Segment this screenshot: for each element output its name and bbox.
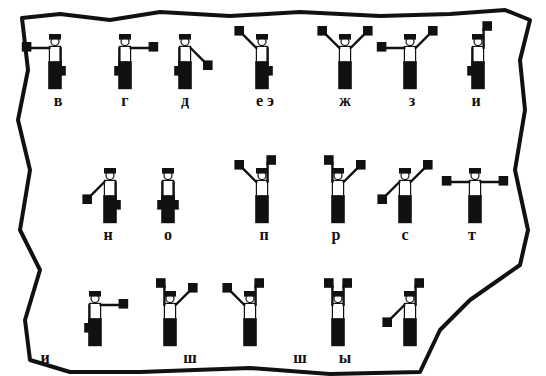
letter-label: г	[121, 93, 128, 109]
letter-label: р	[332, 227, 341, 243]
letter-label: ш	[293, 350, 307, 366]
letter-label: п	[259, 227, 268, 243]
letter-label: н	[103, 227, 112, 243]
letter-label: е э	[256, 93, 274, 109]
letter-label: ы	[339, 350, 352, 366]
letter-label: ш	[183, 350, 197, 366]
letter-label: о	[164, 227, 172, 243]
sailor-figures	[23, 22, 507, 345]
letter-label: ж	[339, 93, 351, 109]
letter-label: в	[54, 93, 63, 109]
letter-label: з	[409, 93, 415, 109]
letter-label: и	[471, 93, 480, 109]
letter-label: с	[401, 227, 408, 243]
letter-label: и	[40, 350, 49, 366]
letter-label: д	[181, 93, 189, 109]
letter-label: т	[468, 227, 476, 243]
torn-paper-outline	[18, 10, 530, 374]
